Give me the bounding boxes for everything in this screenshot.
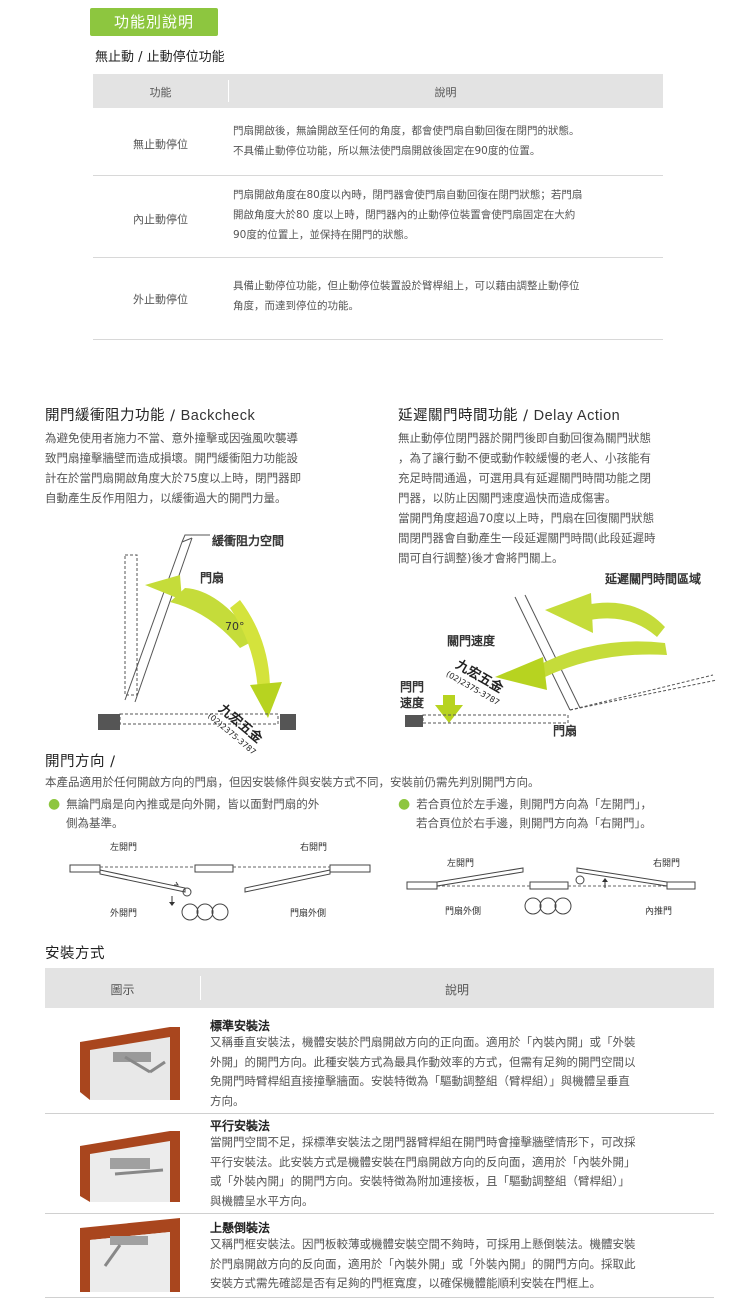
delay-diagram: 延遲關門時間區域 關門速度 閂門 速度 門扇 九宏五金 (02)2375-378… — [400, 571, 718, 738]
backcheck-diagram: 70° 緩衝阻力空間 門扇 九宏五金 (02)2375-3787 — [98, 533, 296, 757]
table-row: 上懸倒裝法 又稱門框安裝法。因門板較薄或機體安裝空間不夠時，可採用上懸倒裝法。機… — [45, 1214, 714, 1298]
direction-title: 開門方向 / — [45, 754, 116, 770]
install-name: 標準安裝法 — [210, 1019, 271, 1033]
desc-line: 不具備止動停位功能，所以無法使門扇開啟後固定在90度的位置。 — [233, 145, 541, 157]
function-name: 外止動停位 — [133, 293, 188, 306]
delay-title: 延遲關門時間功能 / Delay Action — [398, 408, 621, 424]
direction-bullet-2: ●若合頁位於左手邊，則開門方向為「左開門」， 若合頁位於右手邊，則開門方向為「右… — [398, 796, 652, 830]
col-description: 說明 — [444, 983, 469, 997]
fig2-right-label: 右開門 — [653, 857, 680, 869]
direction-intro: 本產品適用於任何開啟方向的門扇，但因安裝條件與安裝方式不同，安裝前仍需先判別開門… — [45, 775, 540, 789]
parallel-install-image — [80, 1131, 180, 1202]
fig1-left-label: 左開門 — [110, 841, 137, 853]
install-table-header: 圖示 說明 — [45, 968, 714, 1008]
door-label: 門扇 — [553, 723, 577, 738]
stop-subtitle: 無止動 / 止動停位功能 — [95, 50, 225, 65]
fig1-right-label: 右開門 — [300, 841, 327, 853]
speed-label: 關門速度 — [447, 633, 496, 648]
col-image: 圖示 — [110, 983, 135, 997]
stop-table-header: 功能 說明 — [93, 74, 663, 108]
table-row: 內止動停位 門扇開啟角度在80度以內時，閉門器會使門扇自動回復在閉門狀態；若門扇… — [93, 176, 663, 258]
desc-line: 門扇開啟角度在80度以內時，閉門器會使門扇自動回復在閉門狀態；若門扇 — [233, 189, 583, 201]
table-row: 外止動停位 具備止動停位功能，但止動停位裝置設於臂桿組上，可以藉由調整止動停位 … — [93, 258, 663, 340]
direction-figure-outward: 左開門 右開門 外開門 門扇外側 — [69, 841, 371, 921]
table-row: 標準安裝法 又稱垂直安裝法，機體安裝於門扇開啟方向的正向面。適用於「內裝內開」或… — [45, 1008, 714, 1114]
desc-line: 門扇開啟後，無論開啟至任何的角度，都會使門扇自動回復在閉門的狀態。 — [233, 125, 580, 137]
desc-line: 角度，而達到停位的功能。 — [233, 300, 359, 312]
col-function: 功能 — [149, 86, 172, 99]
install-title: 安裝方式 — [45, 946, 105, 962]
section-badge: 功能別說明 — [90, 8, 218, 36]
direction-bullet-1: ●無論門扇是向內推或是向外開，皆以面對門扇的外 側為基準。 — [48, 796, 320, 830]
desc-line: 具備止動停位功能，但止動停位裝置設於臂桿組上，可以藉由調整止動停位 — [233, 280, 580, 292]
install-name: 平行安裝法 — [210, 1119, 271, 1133]
overhead-install-image — [80, 1218, 180, 1292]
fig1-bottom-right-label: 門扇外側 — [290, 907, 326, 919]
function-name: 內止動停位 — [133, 213, 188, 226]
latch-label-1: 閂門 — [400, 680, 424, 694]
desc-line: 90度的位置上，並保持在開門的狀態。 — [233, 229, 415, 241]
zone-label: 延遲關門時間區域 — [604, 571, 701, 586]
door-label: 門扇 — [200, 570, 224, 585]
fig2-left-label: 左開門 — [447, 857, 474, 869]
fig2-bottom-right-label: 內推門 — [645, 905, 672, 917]
function-name: 無止動停位 — [133, 138, 188, 151]
standard-install-image — [80, 1027, 180, 1100]
delay-text: 無止動停位閉門器於開門後即自動回復為關門狀態 ，為了讓行動不便或動作較緩慢的老人… — [398, 431, 656, 565]
fig2-bottom-left-label: 門扇外側 — [445, 905, 481, 917]
table-row: 無止動停位 門扇開啟後，無論開啟至任何的角度，都會使門扇自動回復在閉門的狀態。 … — [93, 108, 663, 176]
table-row: 平行安裝法 當開門空間不足，採標準安裝法之閉門器臂桿組在開門時會撞擊牆壁情形下，… — [45, 1114, 714, 1214]
col-description: 說明 — [434, 86, 457, 99]
fig1-bottom-left-label: 外開門 — [110, 907, 137, 919]
install-name: 上懸倒裝法 — [210, 1221, 271, 1235]
latch-label-2: 速度 — [400, 695, 425, 710]
angle-label: 70° — [225, 620, 245, 633]
desc-line: 開啟角度大於80 度以上時，閉門器內的止動停位裝置會使門扇固定在大約 — [233, 209, 576, 221]
direction-figure-inward: 左開門 右開門 門扇外側 內推門 — [406, 857, 696, 917]
buffer-label: 緩衝阻力空間 — [212, 533, 284, 548]
backcheck-text: 為避免使用者施力不當、意外撞擊或因強風吹襲導 致門扇撞擊牆壁而造成損壞。開門緩衝… — [45, 431, 302, 505]
backcheck-title: 開門緩衝阻力功能 / Backcheck — [45, 408, 256, 424]
